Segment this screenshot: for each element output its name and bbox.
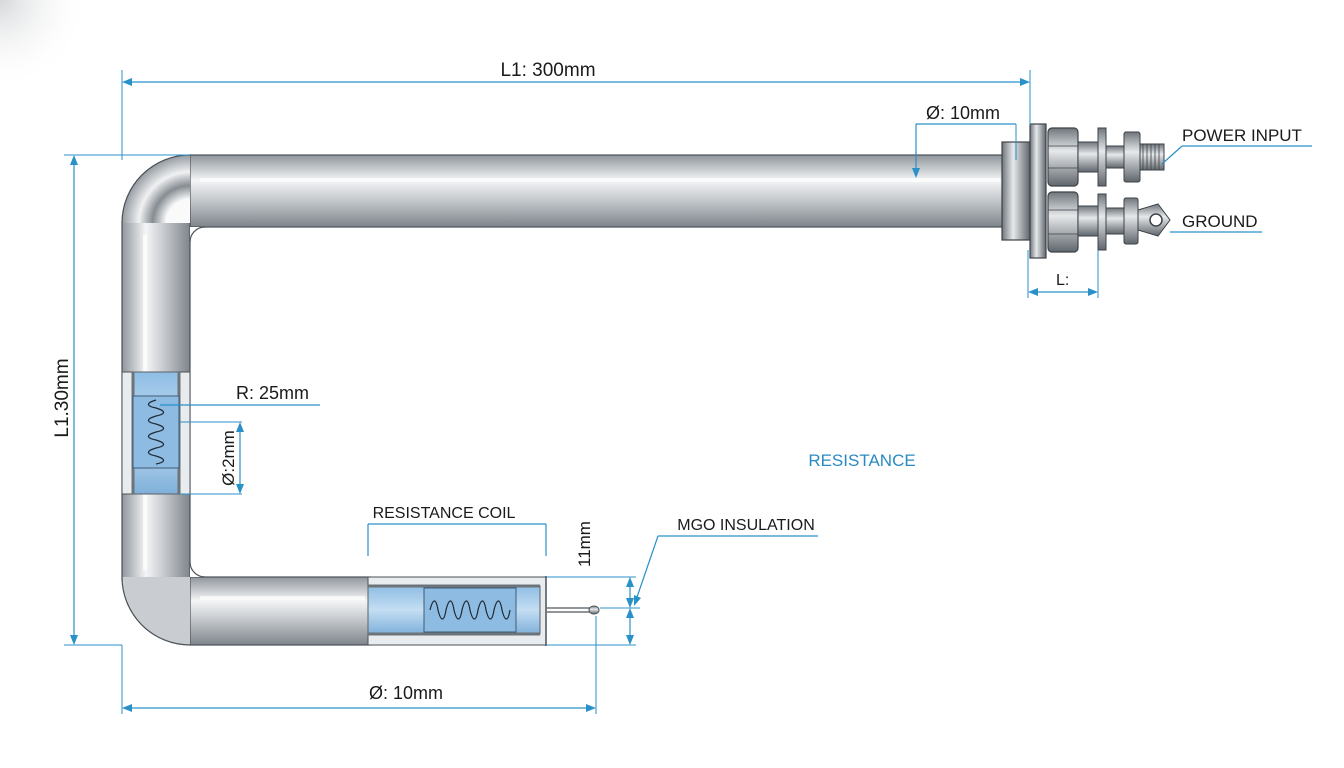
terminal-length-label: L: bbox=[1056, 272, 1069, 289]
radius-label: R: 25mm bbox=[236, 383, 309, 403]
length-top-label: L1: 300mm bbox=[500, 60, 595, 81]
length-side-label: L1.30mm bbox=[52, 358, 73, 437]
end-coil-icon bbox=[429, 600, 511, 620]
resistance-coil-label: RESISTANCE COIL bbox=[373, 505, 516, 522]
corner-shade bbox=[0, 0, 90, 90]
ground-terminal bbox=[1047, 191, 1171, 253]
end-size-label: 11mm bbox=[575, 521, 594, 567]
end-cutaway bbox=[367, 576, 600, 646]
dimension-lines bbox=[64, 70, 1312, 714]
terminal-assembly bbox=[1001, 123, 1171, 259]
mgo-insulation-label: MGO INSULATION bbox=[677, 517, 815, 534]
vertical-coil-icon bbox=[147, 399, 165, 465]
diameter-bottom-label: Ø: 10mm bbox=[369, 683, 443, 703]
diameter-top-label: Ø: 10mm bbox=[926, 103, 1000, 123]
heating-tube bbox=[121, 154, 1006, 646]
power-terminal bbox=[1047, 127, 1165, 187]
ground-label: GROUND bbox=[1182, 212, 1258, 231]
coil-diameter-label: Ø:2mm bbox=[219, 430, 238, 486]
resistance-label: RESISTANCE bbox=[808, 451, 915, 470]
power-input-label: POWER INPUT bbox=[1182, 126, 1302, 145]
vertical-cutaway bbox=[121, 371, 191, 495]
